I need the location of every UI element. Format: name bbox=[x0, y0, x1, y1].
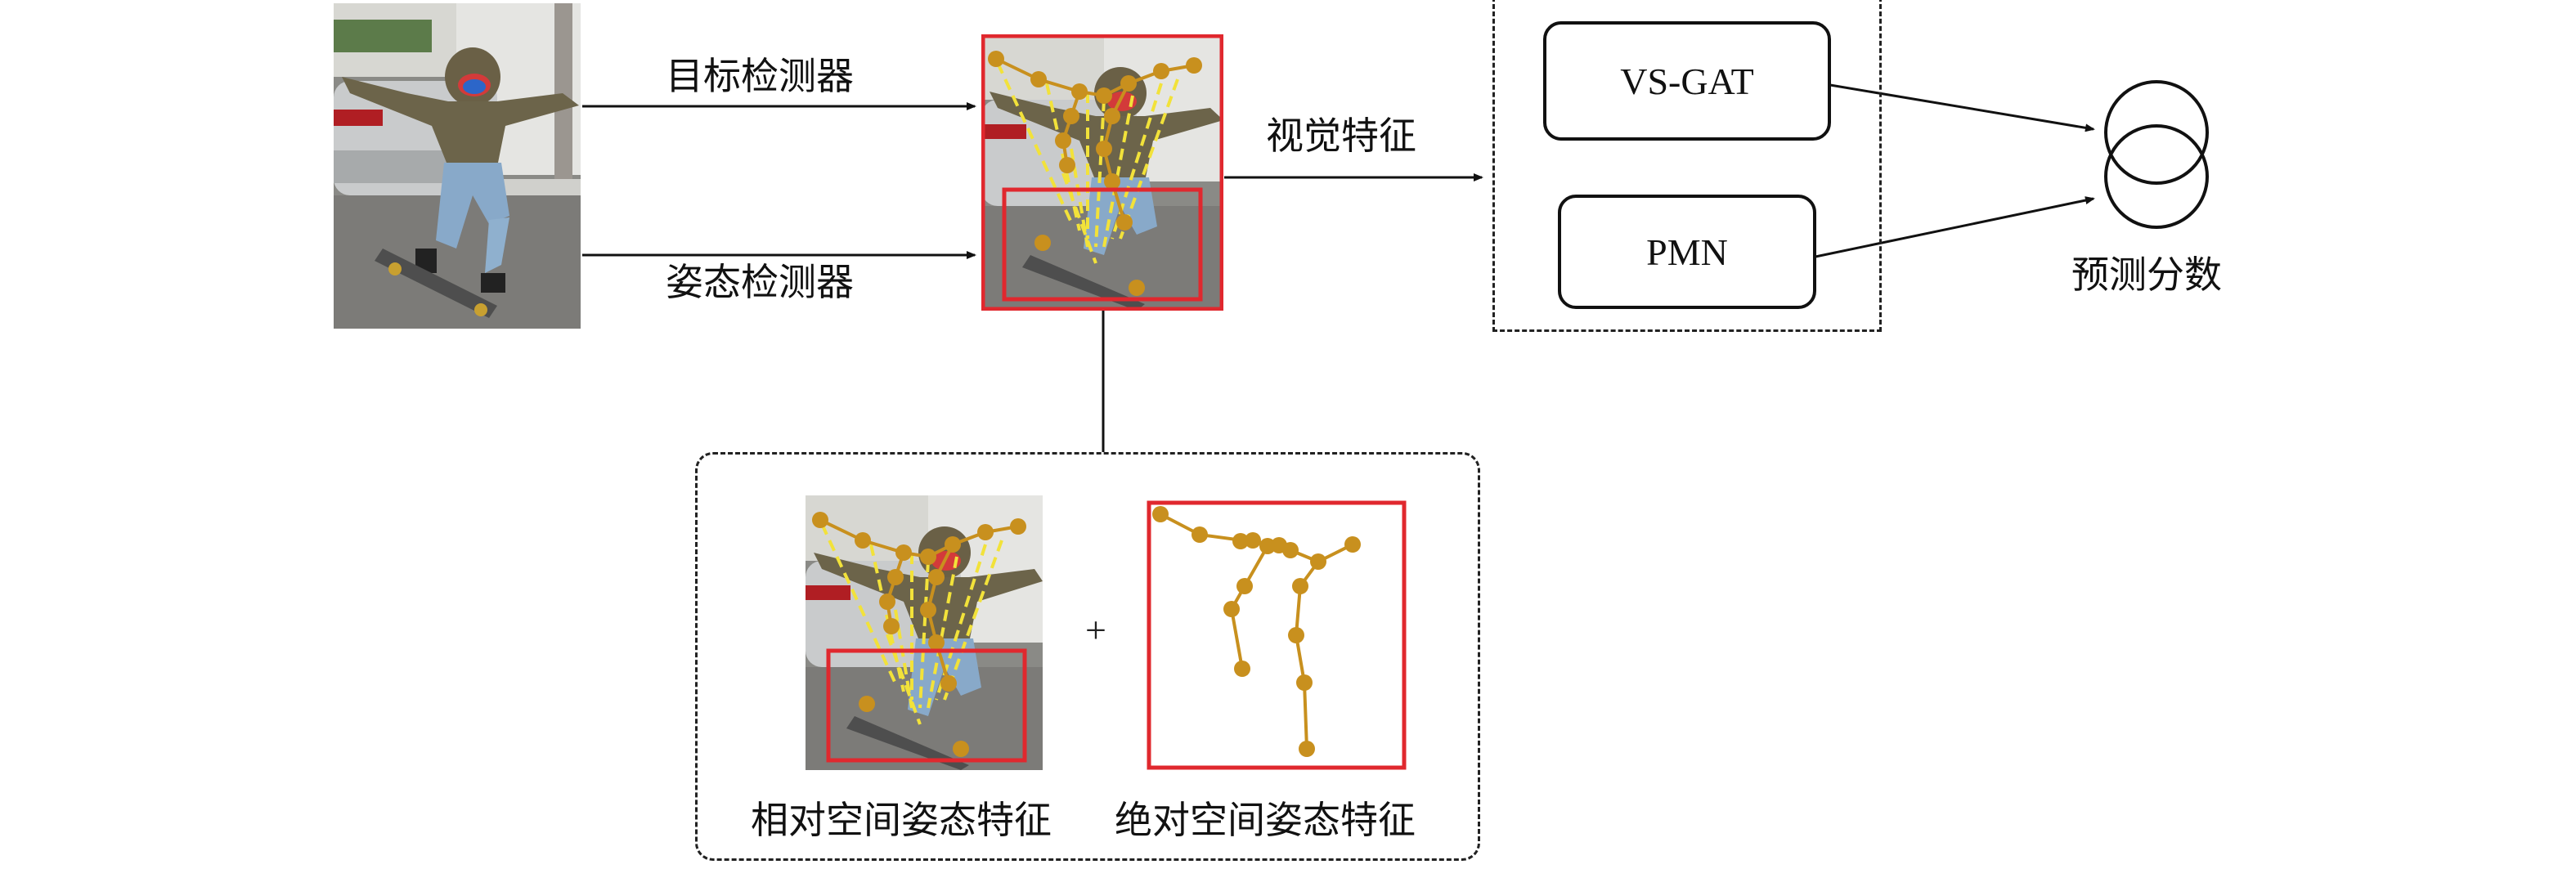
prediction-score-label: 预测分数 bbox=[2071, 253, 2222, 297]
vsgat-to-score-arrow bbox=[1829, 83, 2095, 132]
score-circle-top bbox=[2104, 80, 2209, 185]
score-circle-bottom bbox=[2104, 124, 2209, 229]
model-group bbox=[1492, 0, 1882, 332]
object-detector-label: 目标检测器 bbox=[666, 54, 854, 98]
pmn-to-score-arrow bbox=[1815, 196, 2095, 258]
visual-feature-label: 视觉特征 bbox=[1266, 114, 1416, 158]
absolute-pose-image bbox=[1147, 500, 1407, 770]
plus-sign: + bbox=[1085, 609, 1106, 651]
absolute-pose-feature-label: 绝对空间姿态特征 bbox=[1115, 798, 1416, 842]
vs-gat-box: VS-GAT bbox=[1543, 21, 1831, 141]
relative-pose-image bbox=[806, 495, 1043, 770]
detection-result-photo bbox=[981, 34, 1223, 311]
relative-pose-feature-label: 相对空间姿态特征 bbox=[751, 798, 1052, 842]
pose-feature-group bbox=[695, 452, 1480, 861]
pose-detector-label: 姿态检测器 bbox=[666, 260, 854, 304]
input-photo bbox=[334, 3, 581, 329]
pmn-box: PMN bbox=[1558, 195, 1816, 309]
